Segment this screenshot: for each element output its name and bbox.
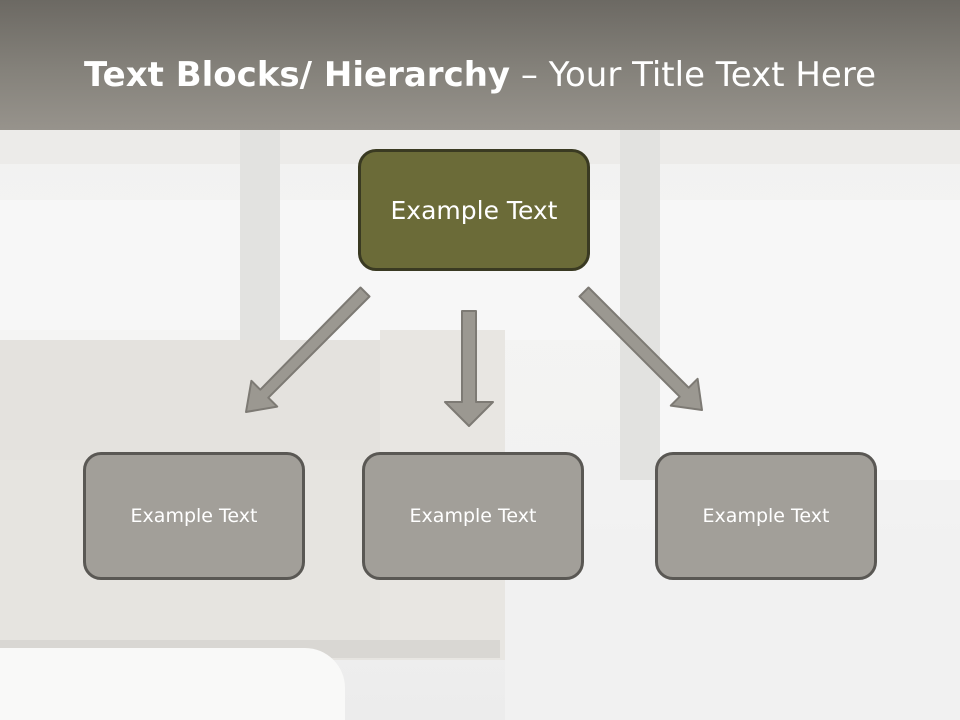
child-box-left: Example Text <box>83 452 305 580</box>
sofa-back <box>0 340 400 460</box>
child-box-right: Example Text <box>655 452 877 580</box>
title-separator: – <box>510 55 549 95</box>
window-mullion <box>620 130 660 480</box>
title-bar: Text Blocks/ Hierarchy – Your Title Text… <box>0 0 960 130</box>
title-bold: Text Blocks/ Hierarchy <box>83 55 511 95</box>
child-box-label: Example Text <box>130 505 258 527</box>
arrow-down-left <box>245 286 371 413</box>
window-pane <box>660 200 960 480</box>
top-level-box: Example Text <box>358 149 590 271</box>
arrow-down-right <box>578 286 703 411</box>
child-box-label: Example Text <box>409 505 537 527</box>
rug <box>0 648 345 720</box>
top-box-label: Example Text <box>390 195 558 225</box>
window-mullion <box>240 130 280 340</box>
window-pane <box>0 200 240 330</box>
arrow-down <box>444 310 494 427</box>
title-rest: Your Title Text Here <box>548 55 877 95</box>
child-box-label: Example Text <box>702 505 830 527</box>
slide-title: Text Blocks/ Hierarchy – Your Title Text… <box>0 52 960 98</box>
child-box-middle: Example Text <box>362 452 584 580</box>
